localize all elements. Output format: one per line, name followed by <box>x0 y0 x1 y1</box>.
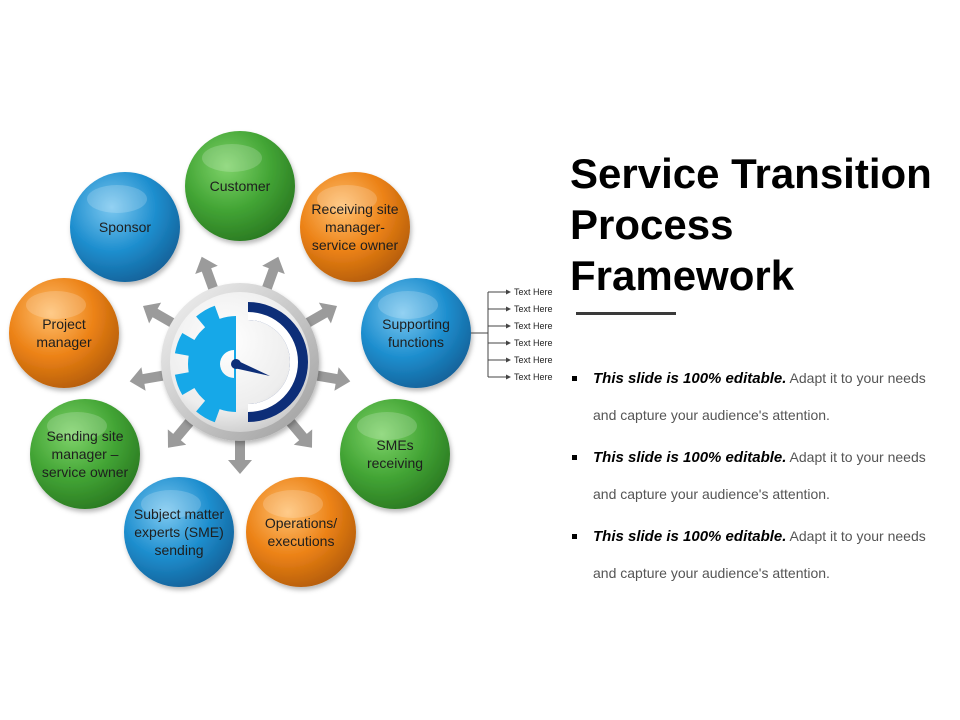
node-highlight <box>87 185 147 213</box>
tree-label: Text Here <box>514 338 553 348</box>
bullet-item: This slide is 100% editable. Adapt it to… <box>570 518 950 591</box>
node-circle <box>340 399 450 509</box>
radial-arrow-icon <box>143 302 175 328</box>
node-highlight <box>47 412 107 440</box>
node-circle <box>300 172 410 282</box>
node-circle <box>70 172 180 282</box>
tree-arrowhead-icon <box>506 340 511 346</box>
bullet-text: Adapt it to your needs and capture your … <box>593 449 926 502</box>
title-line: Framework <box>570 252 795 299</box>
node-1: Receiving site manager-service owner <box>300 172 410 282</box>
node-label: Sponsor <box>99 219 151 235</box>
node-label: manager- <box>325 219 385 235</box>
node-label: service owner <box>312 237 399 253</box>
title-line: Process <box>570 201 734 248</box>
node-label: Customer <box>210 178 271 194</box>
node-highlight <box>141 490 201 518</box>
node-label: Project <box>42 316 86 332</box>
central-hub <box>161 283 319 441</box>
node-highlight <box>202 144 262 172</box>
node-4: Operations/executions <box>246 477 356 587</box>
node-label: executions <box>268 533 335 549</box>
node-circle <box>361 278 471 388</box>
node-circle <box>185 131 295 241</box>
node-highlight <box>263 490 323 518</box>
tree-arrowhead-icon <box>506 323 511 329</box>
bullet-text: Adapt it to your needs and capture your … <box>593 370 926 423</box>
tree-arrowhead-icon <box>506 374 511 380</box>
radial-arrows <box>129 256 351 474</box>
radial-arrow-icon <box>167 418 194 448</box>
bullet-item: This slide is 100% editable. Adapt it to… <box>570 439 950 512</box>
node-label: Sending site <box>46 428 123 444</box>
node-highlight <box>26 291 86 319</box>
radial-arrow-icon <box>129 367 165 391</box>
node-label: Supporting <box>382 316 450 332</box>
tree-label: Text Here <box>514 287 553 297</box>
title-line: Service Transition <box>570 150 932 197</box>
page-title: Service Transition Process Framework <box>570 148 950 301</box>
radial-arrow-icon <box>262 256 285 291</box>
bullet-lead: This slide is 100% editable. <box>593 370 787 387</box>
node-label: sending <box>154 542 203 558</box>
tree-label: Text Here <box>514 355 553 365</box>
node-0: Customer <box>185 131 295 241</box>
node-circle <box>246 477 356 587</box>
bullet-item: This slide is 100% editable. Adapt it to… <box>570 360 950 433</box>
tree-arrowhead-icon <box>506 306 511 312</box>
bullet-lead: This slide is 100% editable. <box>593 449 787 466</box>
square-bullet-icon <box>572 455 577 460</box>
node-label: manager <box>36 334 92 350</box>
node-3: SMEs receiving <box>340 399 450 509</box>
radial-arrow-icon <box>195 256 218 291</box>
node-5: Subject matter experts (SME) sending <box>124 477 234 587</box>
node-highlight <box>378 291 438 319</box>
node-label: receiving <box>367 455 423 471</box>
node-label: experts (SME) <box>134 524 223 540</box>
radial-arrow-icon <box>228 440 252 474</box>
node-circle <box>124 477 234 587</box>
bullet-text: Adapt it to your needs and capture your … <box>593 528 926 581</box>
square-bullet-icon <box>572 534 577 539</box>
bullet-lead: This slide is 100% editable. <box>593 528 787 545</box>
node-label: manager – <box>52 446 119 462</box>
tree-arrowhead-icon <box>506 357 511 363</box>
title-underline <box>576 312 676 315</box>
node-label: Receiving site <box>311 201 398 217</box>
node-circle <box>9 278 119 388</box>
node-label: Operations/ <box>265 515 337 531</box>
node-8: Sponsor <box>70 172 180 282</box>
radial-arrow-icon <box>315 367 351 391</box>
tree-label: Text Here <box>514 321 553 331</box>
node-circle <box>30 399 140 509</box>
radial-arrow-icon <box>305 302 337 328</box>
node-label: functions <box>388 334 444 350</box>
tree-arrowhead-icon <box>506 289 511 295</box>
node-label: Subject matter <box>134 506 225 522</box>
tree-label: Text Here <box>514 304 553 314</box>
node-highlight <box>357 412 417 440</box>
radial-arrow-icon <box>286 418 313 448</box>
node-2: Supporting functions <box>361 278 471 388</box>
tree-label: Text Here <box>514 372 553 382</box>
node-highlight <box>317 185 377 213</box>
node-7: Project manager <box>9 278 119 388</box>
square-bullet-icon <box>572 376 577 381</box>
bullet-list: This slide is 100% editable. Adapt it to… <box>570 360 950 597</box>
node-6: Sending site manager – service owner <box>30 399 140 509</box>
node-label: SMEs <box>376 437 413 453</box>
node-label: service owner <box>42 464 129 480</box>
gear-gauge-icon <box>174 302 308 423</box>
